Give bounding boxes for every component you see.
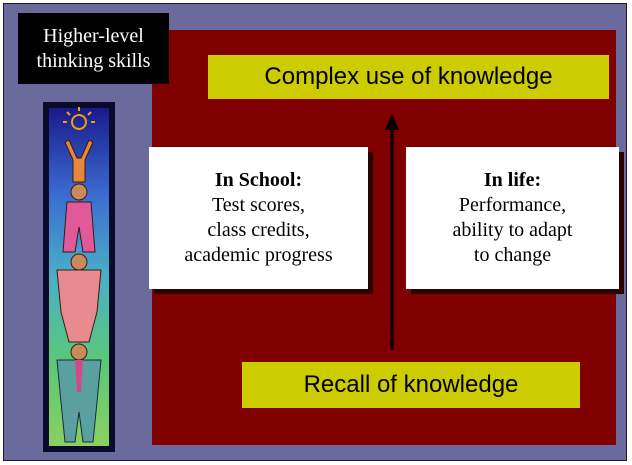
in-school-heading: In School:	[214, 169, 303, 191]
in-life-line-2: ability to adapt	[452, 219, 573, 241]
slide-title-line-1: Higher-level	[43, 24, 144, 47]
in-life-line-3: to change	[473, 244, 552, 266]
slide: Higher-level thinking skills Complex use…	[3, 3, 627, 461]
in-school-card: In School: Test scores, class credits, a…	[149, 147, 368, 289]
in-school-line-1: Test scores,	[211, 194, 306, 216]
up-arrow-icon	[385, 114, 399, 350]
in-life-card: In life: Performance, ability to adapt t…	[406, 147, 619, 289]
recall-knowledge-label: Recall of knowledge	[242, 362, 580, 408]
slide-title-line-2: thinking skills	[36, 49, 151, 72]
in-school-line-3: academic progress	[184, 244, 333, 266]
in-school-line-2: class credits,	[207, 219, 310, 241]
in-life-heading: In life:	[483, 169, 542, 191]
stacked-people-icon	[43, 102, 115, 452]
in-life-line-1: Performance,	[458, 194, 567, 216]
complex-knowledge-label: Complex use of knowledge	[208, 55, 609, 99]
slide-title: Higher-level thinking skills	[18, 13, 169, 84]
